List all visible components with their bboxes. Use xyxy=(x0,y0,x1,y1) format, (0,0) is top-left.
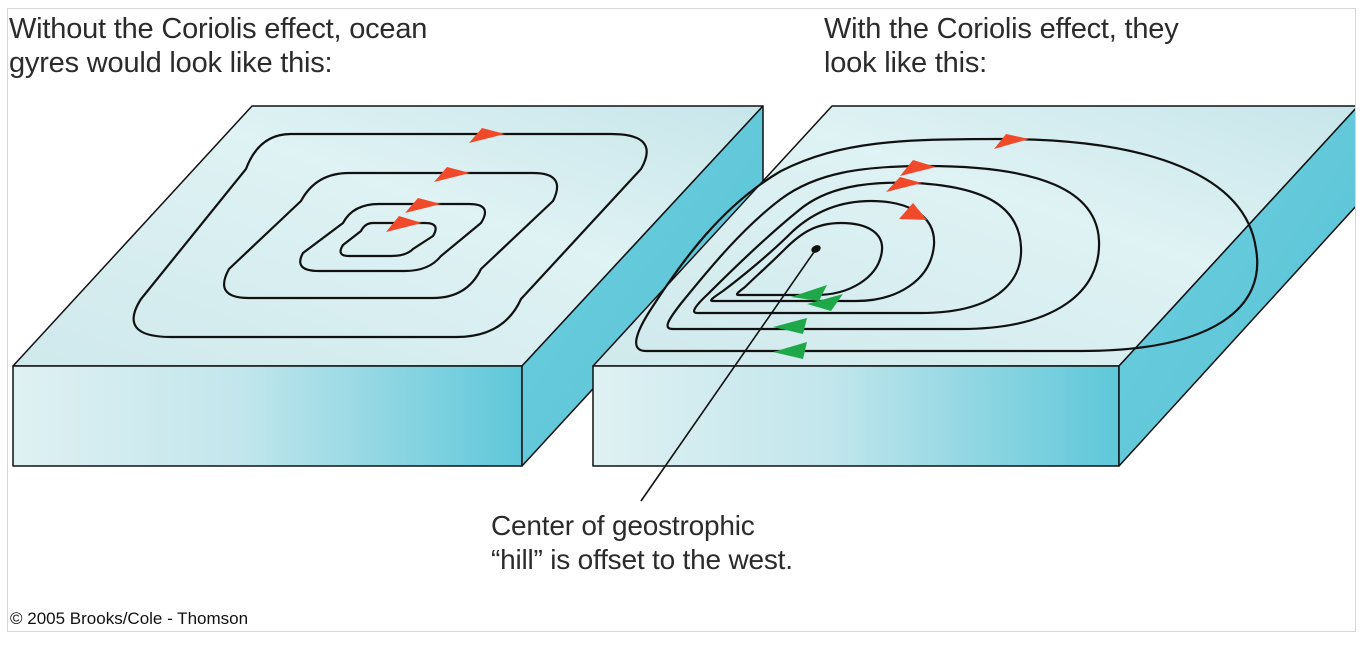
red-arrow-icon xyxy=(994,134,1029,149)
diagram-canvas: Without the Coriolis effect, ocean gyres… xyxy=(7,8,1356,632)
right-gyre-contour-3 xyxy=(693,181,1023,315)
left-panel-caption: Without the Coriolis effect, ocean gyres… xyxy=(9,13,428,79)
right-gyre-contour-4 xyxy=(710,199,936,303)
left-gyre-contours xyxy=(132,132,648,339)
copyright-notice: © 2005 Brooks/Cole - Thomson xyxy=(10,609,249,628)
red-arrow-icon xyxy=(899,203,927,220)
right-block-side-face xyxy=(1118,108,1355,467)
left-gyre-contour-1 xyxy=(132,132,648,339)
red-arrow-icon xyxy=(434,167,470,182)
red-arrow-icon xyxy=(886,177,922,192)
red-arrow-icon xyxy=(469,128,505,143)
annotation-leader-line xyxy=(640,251,815,502)
red-arrow-icon xyxy=(900,160,936,176)
left-gyre-contour-2 xyxy=(223,171,559,300)
right-red-current-arrows xyxy=(886,134,1029,220)
right-ocean-block xyxy=(592,105,1355,502)
green-arrow-icon xyxy=(773,342,807,359)
geostrophic-hill-annotation: Center of geostrophic “hill” is offset t… xyxy=(491,510,793,575)
right-gyre-contour-5 xyxy=(735,221,884,297)
ocean-gyre-illustration xyxy=(12,105,1355,502)
right-block-front-face xyxy=(592,365,1120,467)
green-arrow-icon xyxy=(773,318,807,334)
right-green-current-arrows xyxy=(773,285,843,359)
left-gyre-contour-4 xyxy=(339,221,437,258)
left-current-arrows xyxy=(386,128,505,232)
right-panel-caption: With the Coriolis effect, they look like… xyxy=(824,13,1179,79)
left-ocean-block xyxy=(12,105,764,467)
left-block-front-face xyxy=(12,365,523,467)
green-arrow-icon xyxy=(807,294,843,311)
geostrophic-hill-center-dot xyxy=(811,245,821,253)
red-arrow-icon xyxy=(386,216,422,232)
red-arrow-icon xyxy=(405,198,441,213)
left-gyre-contour-3 xyxy=(299,202,487,273)
green-arrow-icon xyxy=(791,285,827,301)
right-gyre-contour-1 xyxy=(635,137,1259,353)
